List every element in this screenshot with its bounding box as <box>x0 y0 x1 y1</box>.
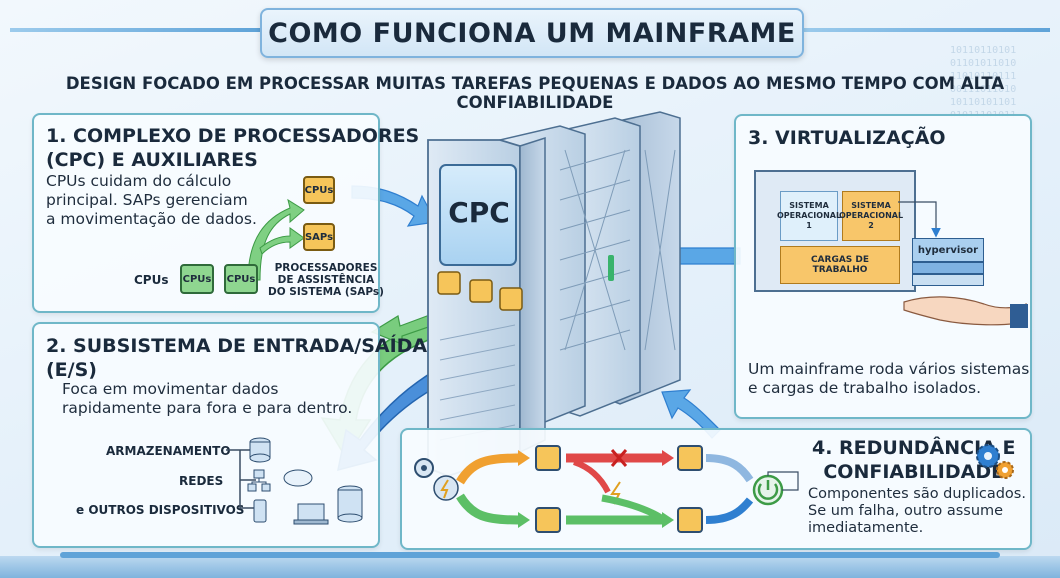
power-button-icon <box>752 474 784 506</box>
banner-line-right <box>800 28 1050 32</box>
title-banner: COMO FUNCIONA UM MAINFRAME <box>260 8 804 58</box>
server-stack-icon <box>337 485 363 523</box>
phone-icon <box>253 499 267 523</box>
hand-icon <box>903 296 1028 328</box>
page-title: COMO FUNCIONA UM MAINFRAME <box>268 17 796 49</box>
mainframe-label: CPC <box>448 196 510 229</box>
section1-title: 1. COMPLEXO DE PROCESSADORES(CPC) E AUXI… <box>46 125 420 171</box>
device-storage-label: ARMAZENAMENTO <box>106 444 231 458</box>
gears-icon <box>976 444 1014 479</box>
section4-body: Componentes são duplicados.Se um falha, … <box>808 486 1026 536</box>
component-c-chip <box>677 445 703 471</box>
panel-redundancy <box>400 428 1032 550</box>
page-subtitle: DESIGN FOCADO EM PROCESSAR MUITAS TAREFA… <box>65 74 1005 112</box>
chip-cpus-b: CPUs <box>224 264 258 294</box>
cloud-icon <box>283 469 313 487</box>
bottom-frame <box>0 556 1060 578</box>
section2-title: 2. SUBSISTEMA DE ENTRADA/SAÍDA(E/S) <box>46 335 428 381</box>
network-icon <box>247 469 271 492</box>
rack-cabinets <box>427 111 681 477</box>
component-b-chip <box>535 507 561 533</box>
section3-title: 3. VIRTUALIZAÇÃO <box>748 127 946 149</box>
chip-cpus-top: CPUs <box>303 176 335 204</box>
chip-saps: SAPs <box>303 223 335 251</box>
hypervisor-connector <box>898 201 941 238</box>
hypervisor-layer: hypervisor <box>912 238 984 262</box>
label-cpus: CPUs <box>134 273 169 287</box>
failure-x-icon <box>610 449 628 467</box>
component-d-chip <box>677 507 703 533</box>
redundancy-diagram <box>414 445 799 533</box>
laptop-icon <box>293 503 329 525</box>
banner-line-left <box>10 28 260 32</box>
database-icon <box>249 437 271 463</box>
hypervisor-layer-3 <box>912 274 984 286</box>
hypervisor-label: hypervisor <box>917 244 979 256</box>
device-other-label: e OUTROS DISPOSITIVOS <box>76 503 245 517</box>
component-a-chip <box>535 445 561 471</box>
device-networks-label: REDES <box>179 474 224 488</box>
section1-diagram <box>247 198 305 281</box>
hypervisor-layer-2 <box>912 262 984 274</box>
arrow-redundancy-in <box>661 389 721 439</box>
chip-cpus-a: CPUs <box>180 264 214 294</box>
power-source-icon <box>433 475 459 501</box>
gear-icon <box>414 458 434 478</box>
bottom-frame-inner <box>60 552 1000 558</box>
io-devices-diagram <box>226 437 363 525</box>
